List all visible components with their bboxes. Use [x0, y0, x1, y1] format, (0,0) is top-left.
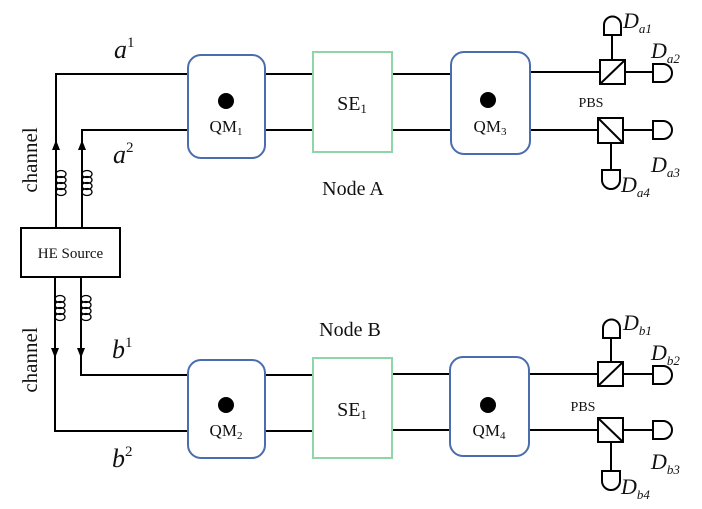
wire-b1 [80, 277, 188, 376]
detector-label-da1: Da1 [622, 8, 652, 36]
atom-dot-icon [218, 93, 234, 109]
detector-label-db1: Db1 [622, 310, 652, 338]
detector-db3-icon [652, 420, 673, 440]
channel-label-lower: channel [18, 327, 42, 392]
pbs-label-b: PBS [571, 400, 596, 415]
he-source-label: HE Source [38, 246, 104, 262]
qm2-label: QM2 [210, 421, 243, 442]
fiber-coil-icon [81, 169, 93, 197]
detector-label-db4: Db4 [620, 474, 650, 502]
channel-label-upper: channel [18, 127, 42, 192]
se-label-b: SE1 [337, 399, 367, 422]
detector-label-db2: Db2 [650, 340, 680, 368]
fiber-coil-icon [55, 169, 67, 197]
pbs-a-upper [599, 59, 626, 85]
pbs-a-lower [597, 117, 624, 144]
pbs-b-upper [597, 361, 624, 387]
atom-dot-icon [480, 92, 496, 108]
detector-db2-icon [652, 365, 673, 385]
fiber-coil-icon [80, 294, 92, 322]
detector-da3-icon [652, 120, 673, 140]
path-label-b2: b2 [112, 444, 133, 473]
wire-a1 [55, 73, 188, 228]
swap-unit-node-b: SE1 [312, 357, 393, 459]
fiber-coil-icon [54, 294, 66, 322]
atom-dot-icon [218, 397, 234, 413]
detector-label-da2: Da2 [650, 38, 680, 66]
node-a-wiring [55, 35, 653, 228]
path-label-b1: b1 [112, 335, 133, 364]
pbs-label-a: PBS [579, 96, 604, 111]
arrow-up-icon [52, 140, 60, 150]
wire-a2 [81, 129, 188, 228]
detector-label-da3: Da3 [650, 152, 680, 180]
qm3-label: QM3 [474, 117, 507, 138]
wire-b2 [54, 277, 188, 432]
quantum-memory-qm3: QM3 [450, 51, 531, 155]
arrow-down-icon [51, 348, 59, 358]
qm1-label: QM1 [210, 117, 243, 138]
detector-db1-icon [602, 318, 621, 339]
pbs-b-lower [597, 417, 624, 443]
se-label-a: SE1 [337, 93, 367, 116]
detector-label-db3: Db3 [650, 449, 680, 477]
quantum-memory-qm4: QM4 [449, 356, 530, 457]
qm4-label: QM4 [473, 421, 506, 442]
atom-dot-icon [480, 397, 496, 413]
path-label-a1: a1 [114, 35, 135, 64]
he-source-box: HE Source [20, 227, 121, 278]
detector-db4-icon [601, 470, 621, 491]
path-label-a2: a2 [113, 140, 134, 169]
detector-label-da4: Da4 [620, 172, 650, 200]
node-a-label: Node A [322, 178, 384, 200]
arrow-down-icon [77, 348, 85, 358]
arrow-up-icon [78, 140, 86, 150]
node-b-label: Node B [319, 319, 381, 341]
swap-unit-node-a: SE1 [312, 51, 393, 153]
detector-da2-icon [652, 63, 673, 83]
detector-da1-icon [603, 15, 622, 36]
detector-da4-icon [601, 169, 621, 190]
quantum-memory-qm1: QM1 [187, 54, 266, 159]
quantum-memory-qm2: QM2 [187, 359, 266, 459]
